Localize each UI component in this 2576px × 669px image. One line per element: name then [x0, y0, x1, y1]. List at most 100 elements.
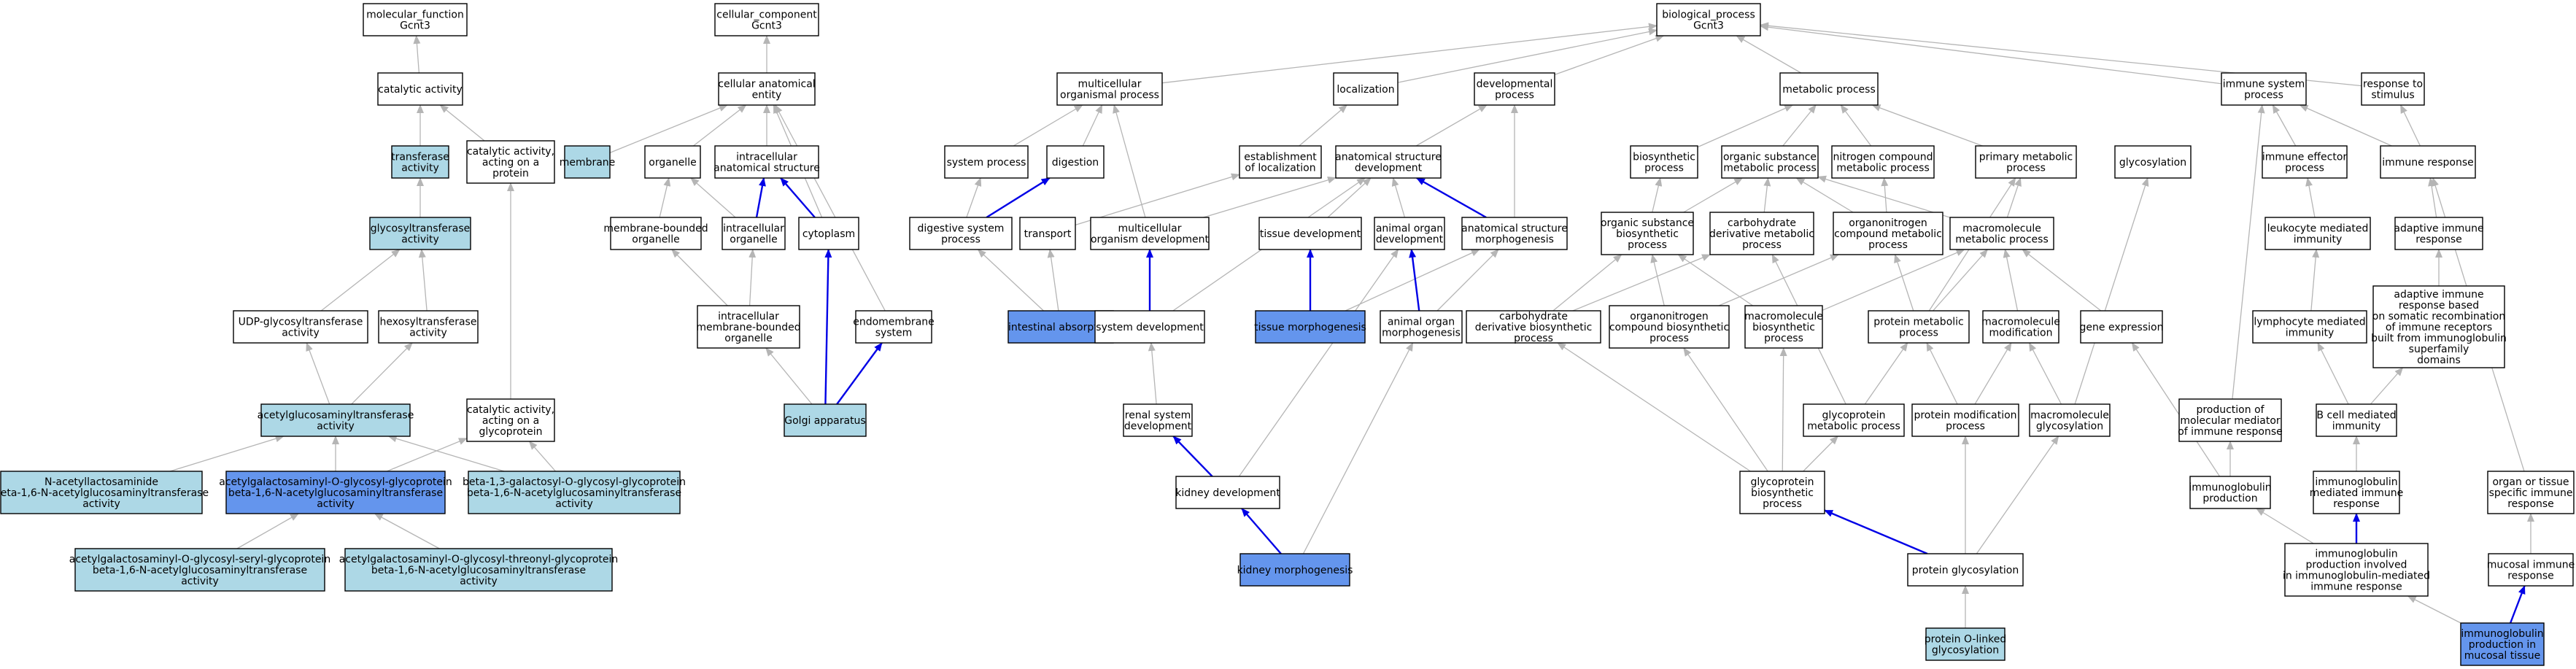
edge-ig_prod_involved-to-ig_production: [2256, 508, 2314, 544]
edge-glycoprotein_met-to-protein_met: [1864, 342, 1908, 405]
node-localization[interactable]: localization: [1333, 72, 1399, 106]
edge-protein_met-to-macromolecule_met: [1933, 249, 1989, 312]
node-label-line: process: [2285, 163, 2324, 174]
node-immune_response[interactable]: immune response: [2380, 145, 2476, 179]
node-transport[interactable]: transport: [1019, 217, 1076, 250]
node-label-line: localization: [1337, 84, 1394, 96]
node-box: [2264, 217, 2371, 250]
node-membrane[interactable]: membrane: [560, 145, 616, 179]
node-glycosylation[interactable]: glycosylation: [2114, 145, 2192, 179]
node-beta13[interactable]: beta-1,3-galactosyl-O-glycosyl-glycoprot…: [463, 471, 686, 514]
node-cat_glycoprotein[interactable]: catalytic activity,acting on aglycoprote…: [466, 398, 555, 442]
edge-multicellular-to-bp: [1161, 23, 1658, 84]
node-box: [1239, 145, 1322, 179]
node-box: [260, 403, 411, 437]
edge-animal_organ_dev-to-asd: [1391, 177, 1406, 218]
node-label-line: organelle: [730, 234, 777, 246]
node-golgi[interactable]: Golgi apparatus: [784, 403, 867, 437]
node-catalytic[interactable]: catalytic activity: [377, 72, 463, 106]
node-label-line: biosynthetic: [1751, 487, 1814, 499]
node-system_process[interactable]: system process: [944, 145, 1029, 179]
node-label-line: UDP-glycosyltransferase: [239, 317, 363, 328]
node-organelle[interactable]: organelle: [644, 145, 701, 179]
node-system_dev[interactable]: system development: [1094, 310, 1205, 344]
node-acgal_glyco[interactable]: acetylgalactosaminyl-O-glycosyl-glycopro…: [219, 471, 452, 514]
node-tissue_dev[interactable]: tissue development: [1258, 217, 1362, 250]
node-label-line: macromolecule: [1744, 311, 1823, 322]
node-kidney_morph[interactable]: kidney morphogenesis: [1237, 553, 1353, 587]
node-n_acetyllac[interactable]: N-acetyllactosaminidebeta-1,6-N-acetylgl…: [0, 471, 209, 514]
node-digestion[interactable]: digestion: [1046, 145, 1105, 179]
node-label-line: beta-1,6-N-acetylglucosaminyltransferase: [0, 487, 209, 499]
node-box: [2487, 471, 2575, 514]
edge-osbp-to-biosynthetic: [1652, 177, 1663, 213]
node-acgal_seryl[interactable]: acetylgalactosaminyl-O-glycosyl-seryl-gl…: [69, 548, 330, 592]
node-tissue_morph[interactable]: tissue morphogenesis: [1254, 310, 1366, 344]
node-protein_glyco[interactable]: protein glycosylation: [1907, 553, 2024, 587]
node-metabolic[interactable]: metabolic process: [1779, 72, 1879, 106]
node-cytoplasm[interactable]: cytoplasm: [798, 217, 859, 250]
node-gene_expr[interactable]: gene expression: [2080, 310, 2164, 344]
node-kidney_dev[interactable]: kidney development: [1175, 476, 1280, 509]
node-acgal_threonyl[interactable]: acetylgalactosaminyl-O-glycosyl-threonyl…: [339, 548, 619, 592]
